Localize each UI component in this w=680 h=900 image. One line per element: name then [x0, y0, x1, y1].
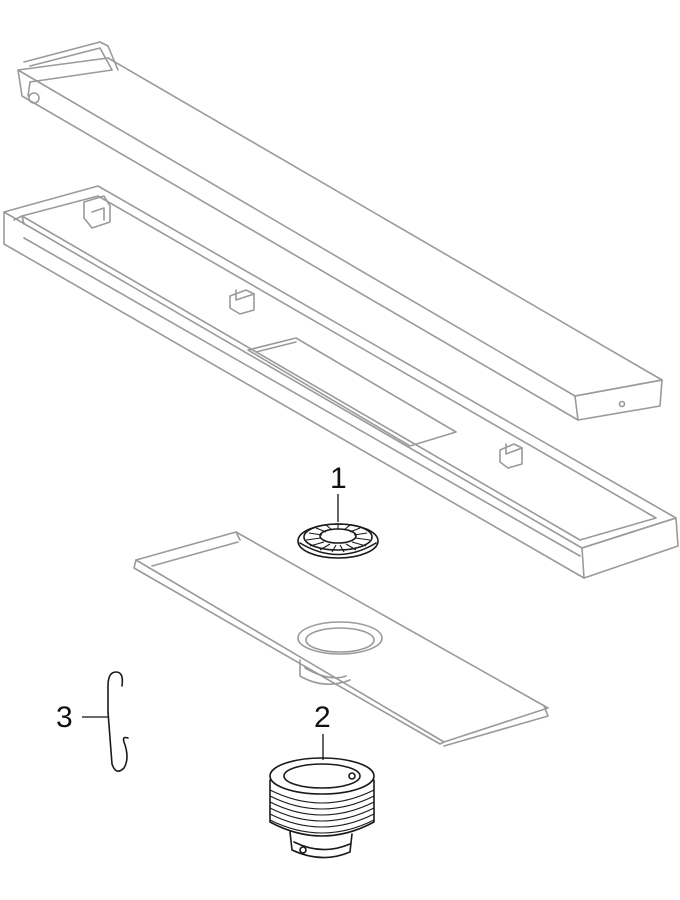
- callout-2: 2: [314, 701, 331, 760]
- removal-hook: [107, 671, 129, 772]
- adapter-threads: [269, 789, 375, 834]
- clip-middle: [229, 289, 255, 315]
- cover-plate: [17, 41, 663, 421]
- callout-3: 3: [56, 701, 108, 734]
- callout-2-label: 2: [314, 701, 331, 734]
- strainer-slots: [305, 524, 371, 553]
- strainer: [297, 523, 379, 559]
- callout-3-label: 3: [56, 701, 73, 734]
- sealing-plate: [133, 531, 549, 747]
- callout-1: 1: [330, 462, 347, 522]
- adapter-ring: [269, 757, 375, 859]
- callout-1-label: 1: [330, 462, 347, 495]
- channel-body: [3, 185, 679, 579]
- clip-left: [83, 195, 111, 229]
- clip-right: [499, 443, 523, 469]
